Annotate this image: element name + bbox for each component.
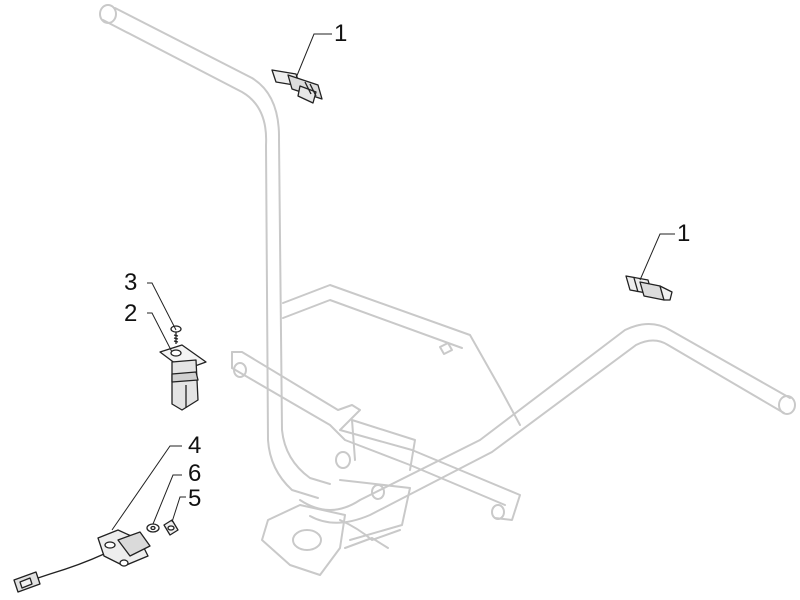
top-connector (271, 69, 323, 104)
sensor-assembly (13, 529, 151, 593)
right-connector (625, 275, 673, 301)
callout-4: 4 (188, 432, 202, 459)
washer-plate (159, 344, 207, 411)
callout-6: 6 (188, 460, 202, 487)
callout-1-right: 1 (677, 220, 691, 247)
callout-3: 3 (124, 269, 138, 296)
mounting-bracket-outline (231, 284, 521, 576)
callout-1-top: 1 (334, 20, 348, 47)
screw (170, 325, 182, 344)
callout-5: 5 (188, 485, 202, 512)
callout-2: 2 (124, 300, 138, 327)
bolt (163, 519, 179, 536)
small-washer (146, 523, 160, 533)
handlebar-outline (99, 4, 796, 524)
leader-lines (111, 33, 675, 531)
